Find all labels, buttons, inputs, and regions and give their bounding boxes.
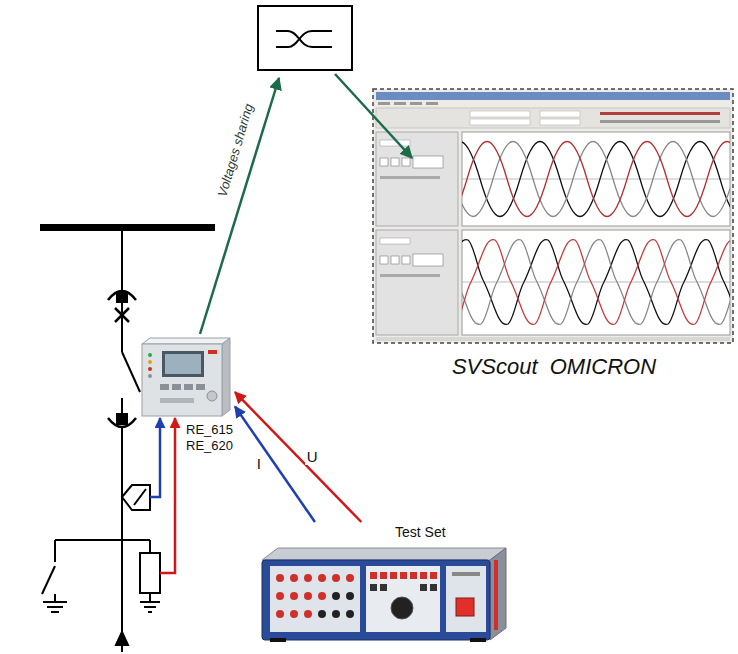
current-transformer [134,489,146,505]
branch-line [55,539,150,541]
device-label: Test Set [395,524,446,541]
device-label: RE_615 [186,422,233,438]
relay-device [142,338,230,416]
feeder-line [121,231,123,292]
branch-line [149,540,151,553]
network-switch [258,6,352,70]
feeder-line [121,398,123,414]
contact-square [117,292,127,302]
ground-symbol [144,606,156,608]
relay-box: RE_615RE_620 [140,336,235,456]
ground-symbol [47,606,63,608]
voltage-transformer [140,553,160,593]
breaker-cross [115,308,129,322]
breaker-cross [115,308,129,322]
software-screenshot [373,89,738,343]
data-arrow [335,74,412,158]
voltage-wire [160,418,175,573]
data-arrow [200,78,279,334]
withdrawable-contact [108,418,136,427]
arrow-caption: Voltages sharing [215,102,257,199]
branch-line [149,593,151,602]
signal-name: I [255,456,263,473]
earth-switch [42,566,55,594]
signal-name: U [305,449,320,466]
signal-wire [235,392,361,522]
ground-symbol [51,611,59,613]
current-transformer [122,485,150,510]
ground-symbol [43,601,67,603]
earth-switch [54,540,56,562]
disconnector-blade [122,352,140,392]
busbar [40,224,215,231]
ground-symbol [148,611,152,613]
test-set [262,548,506,642]
contact-square [117,414,127,424]
test-set-box: Test Set [250,522,515,644]
feeder-line [121,302,123,352]
ground-symbol [140,601,160,603]
feeder-arrow [116,632,128,645]
earth-switch [54,594,56,602]
device-label: RE_620 [186,438,233,454]
signal-wire [235,407,315,522]
current-wire [150,418,160,497]
screenshot-box: SVScout OMICRON [372,88,736,388]
software-label: SVScout OMICRON [452,354,656,380]
